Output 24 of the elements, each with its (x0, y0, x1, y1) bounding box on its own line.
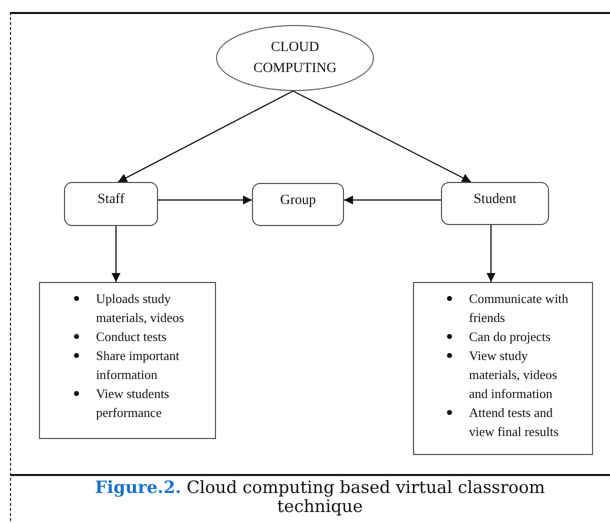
node-label: Staff (98, 192, 124, 208)
bullet-item: View students performance (96, 385, 170, 422)
bullet-item: Communicate with friends (469, 290, 570, 327)
node-label: Group (280, 193, 316, 209)
rounded-box (252, 183, 344, 226)
bullet-item: Attend tests and view final results (469, 404, 560, 441)
arrow (158, 196, 252, 204)
bullet-item: Conduct tests (96, 328, 166, 346)
arrow (344, 196, 441, 204)
arrow (292, 90, 472, 183)
arrow (486, 225, 496, 282)
arrow (112, 226, 120, 282)
bullet-item: Share important information (96, 347, 180, 384)
figure-caption: Figure.2. Cloud computing based virtual classroom technique (94, 479, 546, 517)
bullet-item: Uploads study materials, videos (96, 290, 186, 327)
bullet-item: Can do projects (469, 328, 551, 346)
bullet-item: View study materials, videos and information (469, 347, 558, 403)
rounded-box (441, 182, 549, 225)
rounded-box (64, 182, 158, 226)
node-label: Student (474, 192, 516, 208)
list-box (39, 282, 216, 439)
node-label: CLOUD COMPUTING (252, 39, 338, 78)
arrow (118, 90, 294, 183)
list-box (413, 282, 593, 455)
